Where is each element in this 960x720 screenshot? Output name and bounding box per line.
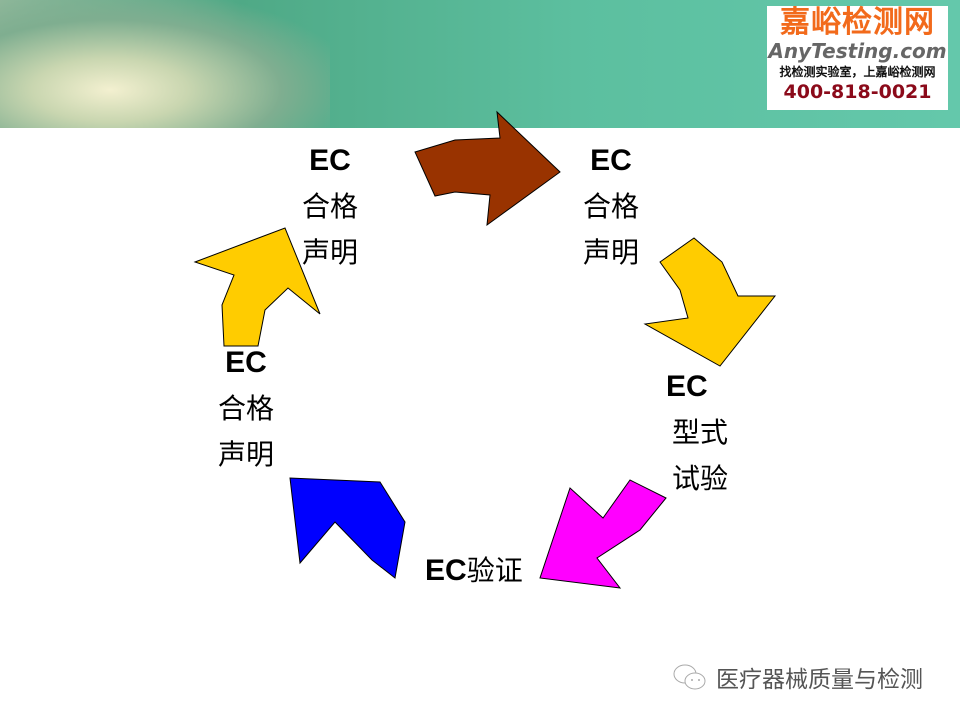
label-line1: 合格 <box>218 392 275 425</box>
footer-watermark: 医疗器械质量与检测 <box>672 660 923 694</box>
label-ec: EC <box>666 370 708 403</box>
arrow-yellow-right <box>643 237 777 367</box>
logo-phone: 400-818-0021 <box>783 81 932 103</box>
label-bottom: EC验证 <box>425 548 523 594</box>
label-line2: 声明 <box>302 236 359 269</box>
arrow-blue <box>289 477 406 579</box>
label-ec: EC <box>590 144 632 177</box>
label-line1: 验证 <box>466 554 523 587</box>
label-left: EC 合格 声明 <box>218 340 274 478</box>
logo-name: 嘉峪检测网 <box>780 5 935 40</box>
label-line1: 合格 <box>302 190 359 223</box>
logo-slogan: 找检测实验室，上嘉峪检测网 <box>779 65 936 79</box>
label-line2: 声明 <box>583 236 640 269</box>
label-ec: EC <box>309 144 351 177</box>
label-top-right: EC 合格 声明 <box>583 138 639 276</box>
label-top-left: EC 合格 声明 <box>302 138 358 276</box>
label-line1: 合格 <box>583 190 640 223</box>
label-ec: EC <box>225 346 267 379</box>
label-ec: EC <box>425 554 467 587</box>
arrow-yellow-left <box>193 227 321 347</box>
header-banner: 嘉峪检测网 AnyTesting.com 找检测实验室，上嘉峪检测网 400-8… <box>0 0 960 128</box>
wechat-icon <box>673 664 706 690</box>
footer-text: 医疗器械质量与检测 <box>716 667 923 693</box>
label-line2: 声明 <box>218 438 275 471</box>
anytesting-logo: 嘉峪检测网 AnyTesting.com 找检测实验室，上嘉峪检测网 400-8… <box>767 6 948 110</box>
label-right: EC 型式 试验 <box>666 364 728 502</box>
logo-site: AnyTesting.com <box>768 39 947 63</box>
label-line2: 试验 <box>672 462 729 495</box>
arrow-brown <box>414 110 561 227</box>
arrow-magenta <box>539 479 667 589</box>
banner-photo <box>0 0 330 128</box>
label-line1: 型式 <box>672 416 729 449</box>
